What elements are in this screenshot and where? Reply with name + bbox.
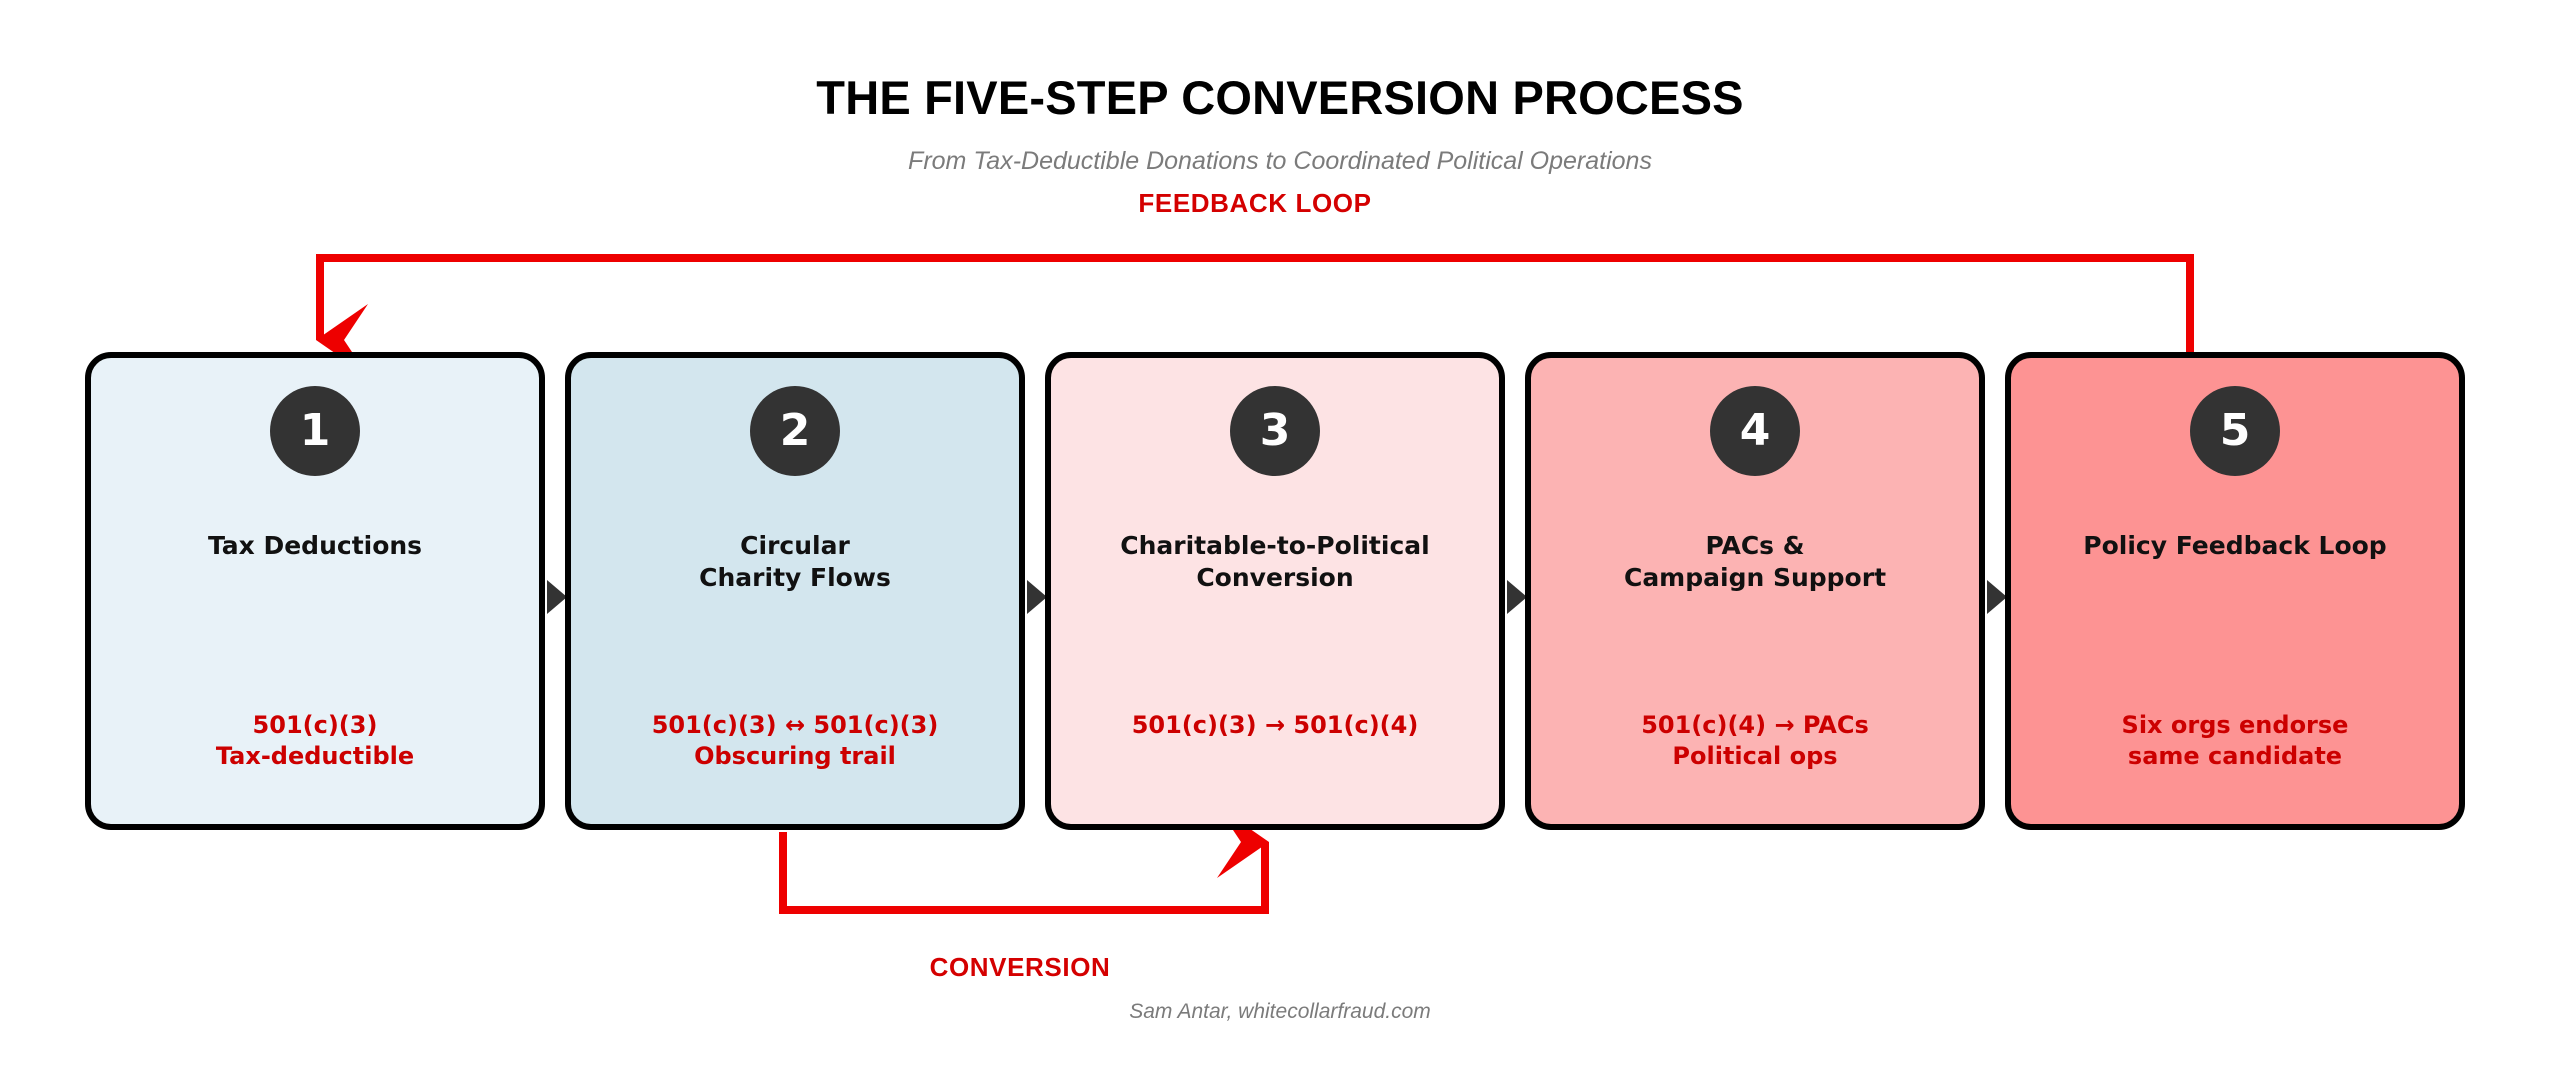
step-number-3: 3 — [1259, 405, 1291, 456]
connector-arrow-3-4 — [1507, 580, 1527, 614]
step-title-1: Tax Deductions — [207, 531, 423, 560]
feedback-loop-arrow — [316, 254, 2194, 376]
step-box-3[interactable]: 3 Charitable-to-Political Conversion 501… — [1045, 352, 1505, 830]
connector-arrow-4-5 — [1987, 580, 2007, 614]
step-title-4: PACs & Campaign Support — [1623, 531, 1887, 592]
step-note-2: 501(c)(3) ↔ 501(c)(3) Obscuring trail — [651, 711, 939, 770]
step-note-5: Six orgs endorse same candidate — [2121, 711, 2349, 770]
step-box-4[interactable]: 4 PACs & Campaign Support 501(c)(4) → PA… — [1525, 352, 1985, 830]
step-title-5: Policy Feedback Loop — [2083, 531, 2387, 560]
step-note-1: 501(c)(3) Tax-deductible — [215, 711, 415, 770]
step-title-2: Circular Charity Flows — [699, 531, 891, 592]
step-number-badge-5: 5 — [2190, 386, 2280, 476]
step-number-4: 4 — [1739, 405, 1771, 456]
step-number-badge-4: 4 — [1710, 386, 1800, 476]
step-number-5: 5 — [2219, 405, 2251, 456]
step-title-3: Charitable-to-Political Conversion — [1120, 531, 1430, 592]
step-box-1[interactable]: 1 Tax Deductions 501(c)(3) Tax-deductibl… — [85, 352, 545, 830]
conversion-label: CONVERSION — [929, 952, 1111, 982]
connector-arrow-2-3 — [1027, 580, 1047, 614]
conversion-arrow — [779, 806, 1269, 914]
step-number-badge-3: 3 — [1230, 386, 1320, 476]
page-title: THE FIVE-STEP CONVERSION PROCESS — [816, 71, 1744, 124]
step-number-badge-1: 1 — [270, 386, 360, 476]
credit-line: Sam Antar, whitecollarfraud.com — [1129, 1000, 1431, 1023]
step-box-2[interactable]: 2 Circular Charity Flows 501(c)(3) ↔ 501… — [565, 352, 1025, 830]
step-number-2: 2 — [779, 405, 811, 456]
step-note-3: 501(c)(3) → 501(c)(4) — [1131, 711, 1419, 739]
connector-arrow-1-2 — [547, 580, 567, 614]
step-note-4: 501(c)(4) → PACs Political ops — [1641, 711, 1869, 770]
step-number-badge-2: 2 — [750, 386, 840, 476]
step-box-5[interactable]: 5 Policy Feedback Loop Six orgs endorse … — [2005, 352, 2465, 830]
page-subtitle: From Tax-Deductible Donations to Coordin… — [908, 147, 1652, 175]
step-number-1: 1 — [299, 405, 331, 456]
feedback-loop-label: FEEDBACK LOOP — [1138, 188, 1372, 218]
